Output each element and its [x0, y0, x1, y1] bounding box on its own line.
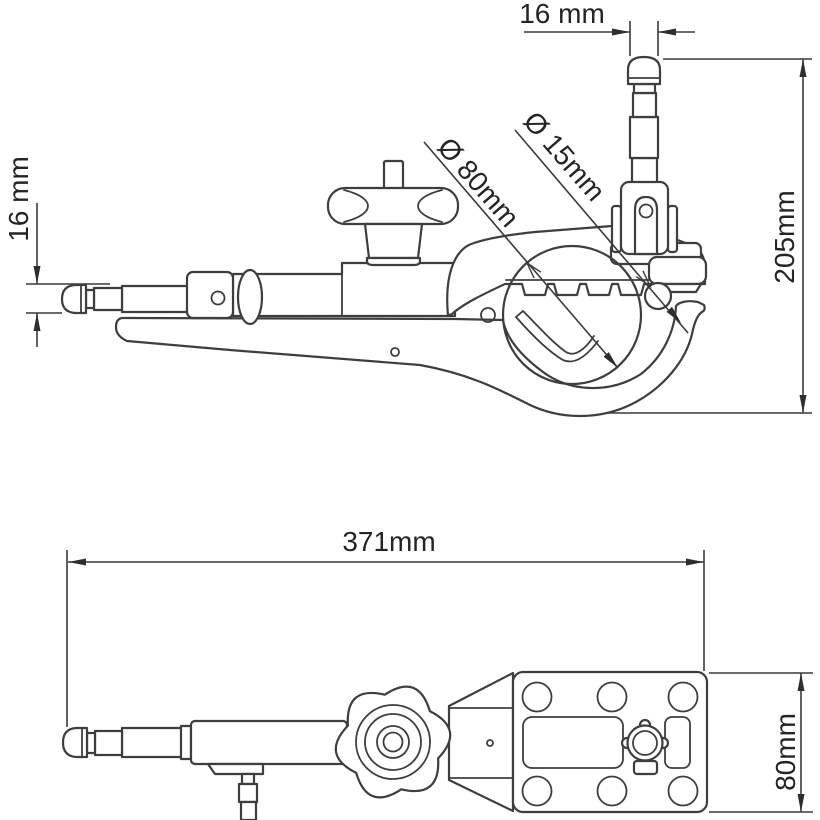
taper-neck: [447, 671, 515, 813]
block-hole: [210, 290, 226, 306]
arm-screw-hole: [390, 347, 400, 357]
dimension-label-small-capacity: Ø 15mm: [517, 106, 611, 207]
dimension-label-pin-top-width: 16 mm: [519, 0, 605, 29]
dimension-pin-top-width: 16 mm: [519, 0, 695, 36]
clevis-ear-right: [666, 204, 679, 254]
top-view: [61, 550, 813, 820]
plate-hole: [521, 775, 553, 807]
dimension-extension-lines-side: [26, 21, 812, 414]
dimension-extension-lines-top: [66, 550, 813, 813]
clevis-pivot-hole: [638, 203, 654, 219]
dimension-overall-length: 371mm: [68, 526, 704, 566]
top-hanging-pin: [237, 772, 259, 820]
clamp-body-bar: [231, 261, 457, 318]
pin-mount-block: [185, 270, 235, 320]
wing-knob: [326, 159, 460, 267]
dimension-label-overall-height: 205mm: [769, 190, 800, 283]
dimension-pin-side-width: 16 mm: [3, 156, 41, 347]
clevis-tongue: [633, 195, 659, 256]
top-body-tab: [206, 762, 265, 776]
neck-hole: [486, 739, 494, 747]
top-left-pin: [61, 726, 192, 759]
side-top-pin: [610, 55, 679, 256]
side-left-pin: [60, 283, 192, 315]
plate-hole: [667, 681, 699, 713]
dimension-label-overall-length: 371mm: [342, 526, 435, 557]
large-tube-circle: [501, 244, 643, 386]
hook-groove: [514, 309, 599, 363]
mounting-plate: [511, 670, 709, 814]
dimension-label-pin-side-width: 16 mm: [3, 156, 34, 242]
lower-jaw-arm: [114, 300, 706, 418]
plate-hole: [667, 775, 699, 807]
star-knob: [334, 685, 452, 799]
dimension-overall-height: 205mm: [769, 59, 807, 413]
dimension-label-plate-width: 80mm: [770, 713, 801, 791]
top-body: [189, 719, 349, 766]
side-view: [26, 21, 812, 418]
jaw-right-block: [647, 255, 708, 286]
top-view-dimensions: 371mm 80mm: [68, 526, 805, 812]
plate-hole: [596, 681, 628, 713]
plate-center-boss: [620, 718, 670, 776]
collar-ring: [236, 268, 264, 326]
jaw-pivot-hole: [480, 307, 496, 323]
top-collar: [179, 724, 193, 761]
plate-hole: [596, 775, 628, 807]
plate-hole: [521, 681, 553, 713]
dimension-plate-width: 80mm: [770, 673, 805, 812]
